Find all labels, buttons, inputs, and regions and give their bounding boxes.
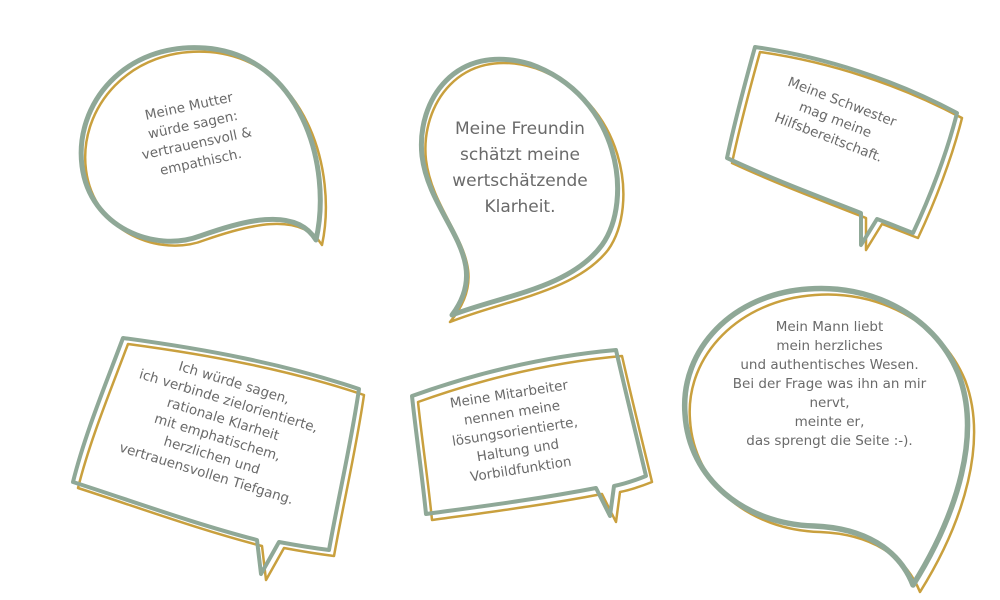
bubble-mutter-shape	[78, 45, 328, 247]
bubble-mann-shape	[682, 285, 976, 594]
bubble-text-freundin: Meine Freundin schätzt meine wertschätze…	[452, 119, 588, 217]
bubble-schwester-shape	[725, 45, 964, 252]
bubble-ich-shape	[71, 336, 366, 582]
bubble-mitarbeiter-shape	[410, 348, 654, 524]
bubble-freundin-shape	[418, 56, 625, 324]
bubble-text-mann: Mein Mann liebt mein herzliches und auth…	[732, 319, 927, 449]
